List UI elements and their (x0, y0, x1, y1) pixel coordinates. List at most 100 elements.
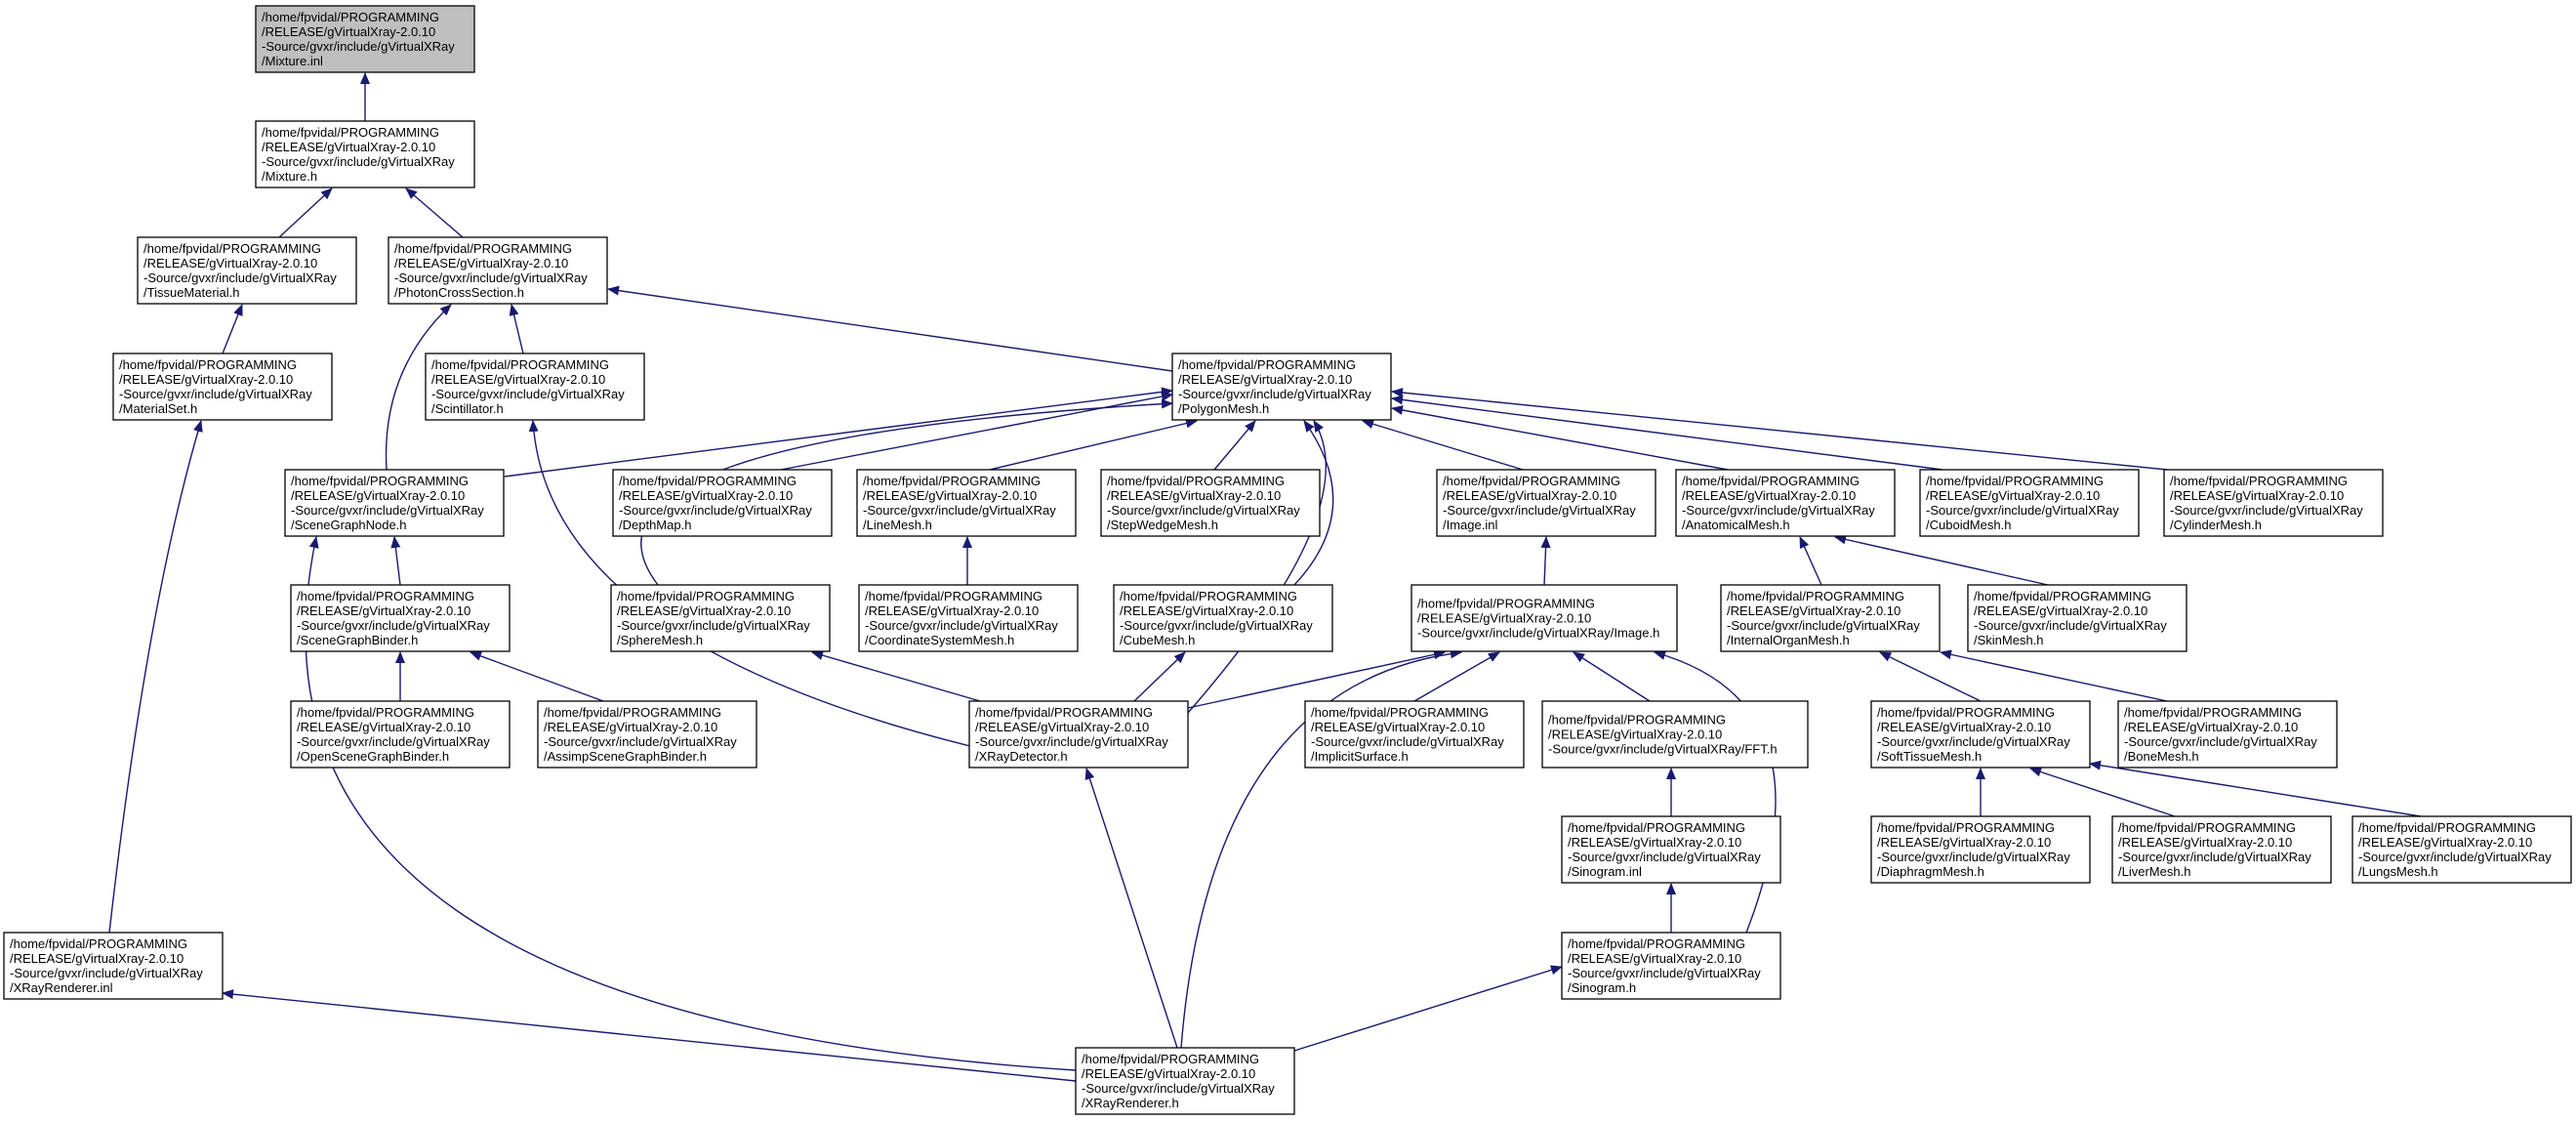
node-fft-h[interactable]: /home/fpvidal/PROGRAMMING/RELEASE/gVirtu… (1541, 700, 1809, 769)
node-assimpscenegraphbinder-h[interactable]: /home/fpvidal/PROGRAMMING/RELEASE/gVirtu… (537, 700, 757, 769)
node-xraydetector-h[interactable]: /home/fpvidal/PROGRAMMING/RELEASE/gVirtu… (968, 700, 1189, 769)
node-materialset-h[interactable]: /home/fpvidal/PROGRAMMING/RELEASE/gVirtu… (112, 353, 333, 421)
edge-livermesh_h-to-softtissuemesh_h (2029, 767, 2176, 817)
node-sinogram-inl[interactable]: /home/fpvidal/PROGRAMMING/RELEASE/gVirtu… (1561, 815, 1781, 884)
node-mixture-inl[interactable]: /home/fpvidal/PROGRAMMING/RELEASE/gVirtu… (255, 5, 475, 73)
node-label-line: /BoneMesh.h (2124, 749, 2199, 764)
node-scenegraphnode-h[interactable]: /home/fpvidal/PROGRAMMING/RELEASE/gVirtu… (284, 469, 505, 537)
node-coordinatesystemmesh-h[interactable]: /home/fpvidal/PROGRAMMING/RELEASE/gVirtu… (858, 584, 1079, 652)
node-label-line: /home/fpvidal/PROGRAMMING (865, 589, 1043, 603)
edge-fft_h-to-image_h (1573, 651, 1651, 702)
node-box[interactable] (1100, 469, 1321, 537)
node-box[interactable] (112, 353, 333, 421)
node-box[interactable] (1675, 469, 1896, 537)
node-diaphragmmesh-h[interactable]: /home/fpvidal/PROGRAMMING/RELEASE/gVirtu… (1870, 815, 2091, 884)
node-cylindermesh-h[interactable]: /home/fpvidal/PROGRAMMING/RELEASE/gVirtu… (2163, 469, 2384, 537)
node-box[interactable] (255, 5, 475, 73)
node-label-line: /RELEASE/gVirtualXray-2.0.10 (394, 256, 568, 270)
node-stepwedgemesh-h[interactable]: /home/fpvidal/PROGRAMMING/RELEASE/gVirtu… (1100, 469, 1321, 537)
node-box[interactable] (1967, 584, 2188, 652)
node-label-line: -Source/gvxr/include/gVirtualXRay (1974, 618, 2167, 633)
node-skinmesh-h[interactable]: /home/fpvidal/PROGRAMMING/RELEASE/gVirtu… (1967, 584, 2188, 652)
node-label-line: -Source/gvxr/include/gVirtualXRay (544, 734, 737, 749)
node-box[interactable] (3, 932, 224, 1000)
node-label-line: /RELEASE/gVirtualXray-2.0.10 (865, 603, 1039, 618)
node-box[interactable] (610, 584, 831, 652)
node-label-line: /RELEASE/gVirtualXray-2.0.10 (1568, 951, 1741, 966)
node-box[interactable] (284, 469, 505, 537)
node-box[interactable] (2163, 469, 2384, 537)
node-box[interactable] (2111, 815, 2332, 884)
node-box[interactable] (425, 353, 645, 421)
node-bonemesh-h[interactable]: /home/fpvidal/PROGRAMMING/RELEASE/gVirtu… (2117, 700, 2338, 769)
node-box[interactable] (856, 469, 1077, 537)
node-box[interactable] (1075, 1047, 1295, 1115)
node-label-line: /RELEASE/gVirtualXray-2.0.10 (1443, 488, 1616, 503)
node-image-inl[interactable]: /home/fpvidal/PROGRAMMING/RELEASE/gVirtu… (1436, 469, 1656, 537)
node-image-h[interactable]: /home/fpvidal/PROGRAMMING/RELEASE/gVirtu… (1411, 584, 1678, 652)
node-openscenegraphbinder-h[interactable]: /home/fpvidal/PROGRAMMING/RELEASE/gVirtu… (290, 700, 511, 769)
node-box[interactable] (968, 700, 1189, 769)
node-box[interactable] (537, 700, 757, 769)
node-box[interactable] (1436, 469, 1656, 537)
node-box[interactable] (1919, 469, 2140, 537)
node-box[interactable] (290, 584, 511, 652)
node-label-line: /Image.inl (1443, 518, 1497, 532)
node-label-line: /DiaphragmMesh.h (1877, 864, 1984, 879)
node-box[interactable] (1541, 700, 1809, 769)
node-label-line: -Source/gvxr/include/gVirtualXRay (1120, 618, 1313, 633)
edge-cuboidmesh_h-to-polygonmesh_h (1391, 395, 1943, 471)
node-box[interactable] (388, 236, 608, 305)
node-box[interactable] (1561, 815, 1781, 884)
node-label-line: /DepthMap.h (619, 518, 691, 532)
node-box[interactable] (1304, 700, 1525, 769)
node-scintillator-h[interactable]: /home/fpvidal/PROGRAMMING/RELEASE/gVirtu… (425, 353, 645, 421)
node-anatomicalmesh-h[interactable]: /home/fpvidal/PROGRAMMING/RELEASE/gVirtu… (1675, 469, 1896, 537)
node-label-line: -Source/gvxr/include/gVirtualXRay (2358, 850, 2552, 864)
node-softtissuemesh-h[interactable]: /home/fpvidal/PROGRAMMING/RELEASE/gVirtu… (1870, 700, 2091, 769)
node-label-line: /RELEASE/gVirtualXray-2.0.10 (2118, 835, 2292, 850)
node-box[interactable] (1113, 584, 1333, 652)
node-box[interactable] (2351, 815, 2572, 884)
nodes-layer: /home/fpvidal/PROGRAMMING/RELEASE/gVirtu… (3, 5, 2572, 1115)
node-scenegraphbinder-h[interactable]: /home/fpvidal/PROGRAMMING/RELEASE/gVirtu… (290, 584, 511, 652)
node-label-line: /RELEASE/gVirtualXray-2.0.10 (617, 603, 791, 618)
node-label-line: /home/fpvidal/PROGRAMMING (2170, 474, 2348, 488)
edge-bonemesh_h-to-internalorganmesh_h (1940, 649, 2168, 702)
node-box[interactable] (290, 700, 511, 769)
node-cuboidmesh-h[interactable]: /home/fpvidal/PROGRAMMING/RELEASE/gVirtu… (1919, 469, 2140, 537)
node-box[interactable] (858, 584, 1079, 652)
node-box[interactable] (255, 120, 475, 188)
node-box[interactable] (2117, 700, 2338, 769)
node-box[interactable] (137, 236, 357, 305)
node-box[interactable] (1870, 700, 2091, 769)
node-internalorganmesh-h[interactable]: /home/fpvidal/PROGRAMMING/RELEASE/gVirtu… (1720, 584, 1941, 652)
node-cubemesh-h[interactable]: /home/fpvidal/PROGRAMMING/RELEASE/gVirtu… (1113, 584, 1333, 652)
node-box[interactable] (612, 469, 833, 537)
node-depthmap-h[interactable]: /home/fpvidal/PROGRAMMING/RELEASE/gVirtu… (612, 469, 833, 537)
node-label-line: /Sinogram.inl (1568, 864, 1642, 879)
node-box[interactable] (1561, 932, 1781, 1000)
edge-polygonmesh_h-to-photoncrosssection_h (607, 285, 1173, 372)
node-lungsmesh-h[interactable]: /home/fpvidal/PROGRAMMING/RELEASE/gVirtu… (2351, 815, 2572, 884)
node-tissuematerial-h[interactable]: /home/fpvidal/PROGRAMMING/RELEASE/gVirtu… (137, 236, 357, 305)
node-label-line: /home/fpvidal/PROGRAMMING (619, 474, 797, 488)
edge-image_inl-to-polygonmesh_h (1362, 419, 1524, 471)
edge-xrayrenderer_h-to-image_h (1180, 648, 1462, 1049)
node-polygonmesh-h[interactable]: /home/fpvidal/PROGRAMMING/RELEASE/gVirtu… (1171, 353, 1392, 421)
node-photoncrosssection-h[interactable]: /home/fpvidal/PROGRAMMING/RELEASE/gVirtu… (388, 236, 608, 305)
node-box[interactable] (1870, 815, 2091, 884)
node-label-line: /home/fpvidal/PROGRAMMING (1082, 1052, 1259, 1066)
edge-xrayrenderer_h-to-sinogram_h (1293, 965, 1563, 1052)
node-box[interactable] (1720, 584, 1941, 652)
node-livermesh-h[interactable]: /home/fpvidal/PROGRAMMING/RELEASE/gVirtu… (2111, 815, 2332, 884)
node-box[interactable] (1171, 353, 1392, 421)
node-box[interactable] (1411, 584, 1678, 652)
node-spheremesh-h[interactable]: /home/fpvidal/PROGRAMMING/RELEASE/gVirtu… (610, 584, 831, 652)
node-mixture-h[interactable]: /home/fpvidal/PROGRAMMING/RELEASE/gVirtu… (255, 120, 475, 188)
node-sinogram-h[interactable]: /home/fpvidal/PROGRAMMING/RELEASE/gVirtu… (1561, 932, 1781, 1000)
node-xrayrenderer-inl[interactable]: /home/fpvidal/PROGRAMMING/RELEASE/gVirtu… (3, 932, 224, 1000)
node-implicitsurface-h[interactable]: /home/fpvidal/PROGRAMMING/RELEASE/gVirtu… (1304, 700, 1525, 769)
node-linemesh-h[interactable]: /home/fpvidal/PROGRAMMING/RELEASE/gVirtu… (856, 469, 1077, 537)
node-xrayrenderer-h[interactable]: /home/fpvidal/PROGRAMMING/RELEASE/gVirtu… (1075, 1047, 1295, 1115)
